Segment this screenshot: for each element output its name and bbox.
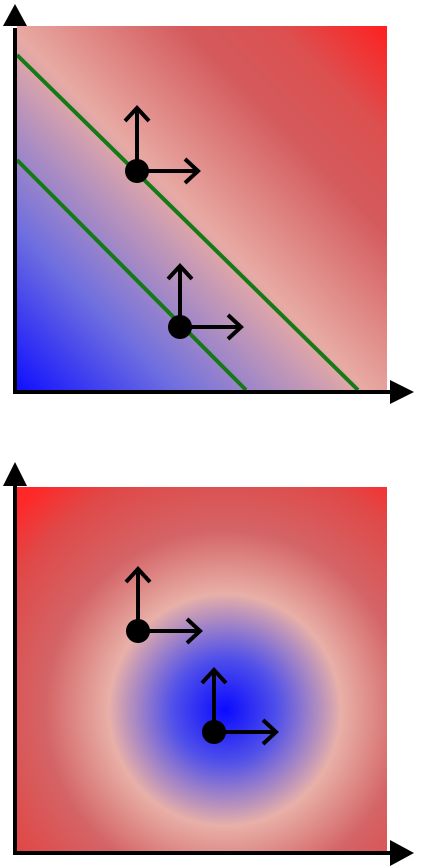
bottom-y-axis-arrow-icon <box>3 462 27 486</box>
bottom-gradient-field <box>17 487 387 851</box>
contour-line-lower <box>15 158 248 392</box>
top-point-2-dot <box>168 315 192 339</box>
top-x-axis-arrow-icon <box>390 380 414 404</box>
top-gradient-field <box>17 26 387 390</box>
top-point-1 <box>123 105 201 185</box>
contour-line-upper <box>15 53 360 392</box>
bottom-point-2 <box>200 667 279 746</box>
top-y-axis-arrow-icon <box>3 4 27 26</box>
top-point-1-dot <box>125 159 149 183</box>
bottom-panel <box>3 462 414 866</box>
bottom-point-2-dot <box>202 720 226 744</box>
top-point-2 <box>166 263 244 341</box>
top-panel <box>3 4 414 404</box>
bottom-x-axis-arrow-icon <box>390 840 414 866</box>
bottom-point-1-dot <box>126 619 150 643</box>
bottom-point-1 <box>124 566 203 645</box>
